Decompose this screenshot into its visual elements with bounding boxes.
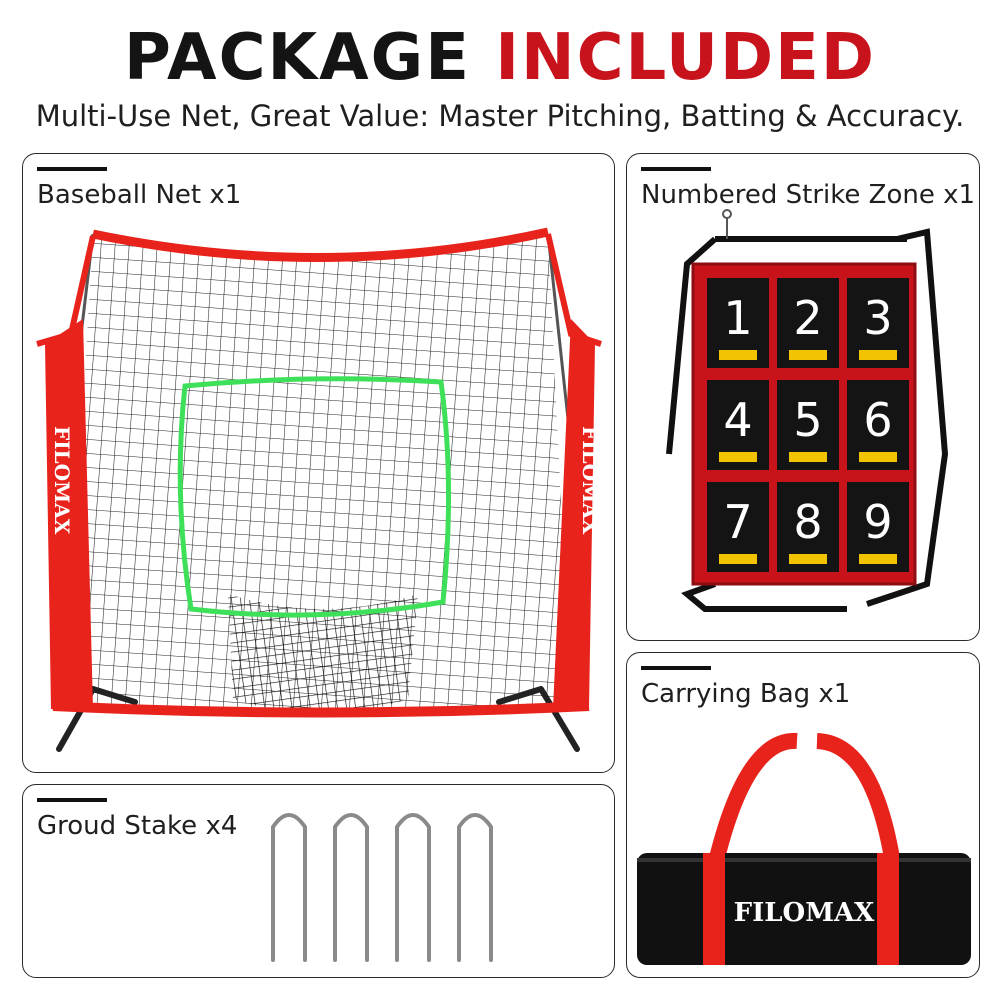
stake-3 xyxy=(395,813,431,962)
strike-zone-label: Numbered Strike Zone x1 xyxy=(641,180,976,210)
carrying-bag-image: FILOMAX xyxy=(637,732,971,965)
baseball-net-image: FILOMAX FILOMAX xyxy=(36,227,602,752)
net-brand-left: FILOMAX xyxy=(50,426,74,535)
stake-4 xyxy=(457,813,493,962)
zone-cell-strip xyxy=(859,554,897,564)
card-accent-bar xyxy=(37,167,107,171)
bag-brand: FILOMAX xyxy=(734,898,876,928)
zone-number-8: 8 xyxy=(793,495,822,549)
title-word-package: PACKAGE xyxy=(124,21,471,95)
zone-cell-strip xyxy=(719,452,757,462)
zone-cell-strip xyxy=(789,452,827,462)
zone-cell-strip xyxy=(859,350,897,360)
card-accent-bar xyxy=(641,666,711,670)
zone-number-9: 9 xyxy=(863,495,892,549)
page-title: PACKAGE INCLUDED xyxy=(0,18,1000,98)
ground-stake-label: Groud Stake x4 xyxy=(37,811,238,841)
ground-stake-image xyxy=(271,813,493,962)
zone-number-5: 5 xyxy=(793,393,822,447)
carrying-bag-card: Carrying Bag x1 FILOMAX xyxy=(626,652,980,978)
net-brand-right: FILOMAX xyxy=(578,426,602,535)
ground-stake-card: Groud Stake x4 xyxy=(22,784,615,978)
zone-number-7: 7 xyxy=(723,495,752,549)
card-accent-bar xyxy=(641,167,711,171)
baseball-net-label: Baseball Net x1 xyxy=(37,180,242,210)
zone-number-1: 1 xyxy=(723,291,752,345)
zone-number-4: 4 xyxy=(723,393,752,447)
zone-cell-strip xyxy=(719,554,757,564)
card-accent-bar xyxy=(37,798,107,802)
zone-cell-strip xyxy=(859,452,897,462)
baseball-net-card: Baseball Net x1 FILOMAX FILOMAX xyxy=(22,153,615,773)
zone-number-3: 3 xyxy=(863,291,892,345)
zone-cell-strip xyxy=(719,350,757,360)
zone-cell-strip xyxy=(789,554,827,564)
carrying-bag-label: Carrying Bag x1 xyxy=(641,679,851,709)
stake-2 xyxy=(333,813,369,962)
title-word-included: INCLUDED xyxy=(495,21,876,95)
zone-number-2: 2 xyxy=(793,291,822,345)
zone-number-6: 6 xyxy=(863,393,892,447)
stake-1 xyxy=(271,813,307,962)
zone-cell-strip xyxy=(789,350,827,360)
page-subtitle: Multi-Use Net, Great Value: Master Pitch… xyxy=(35,99,965,133)
